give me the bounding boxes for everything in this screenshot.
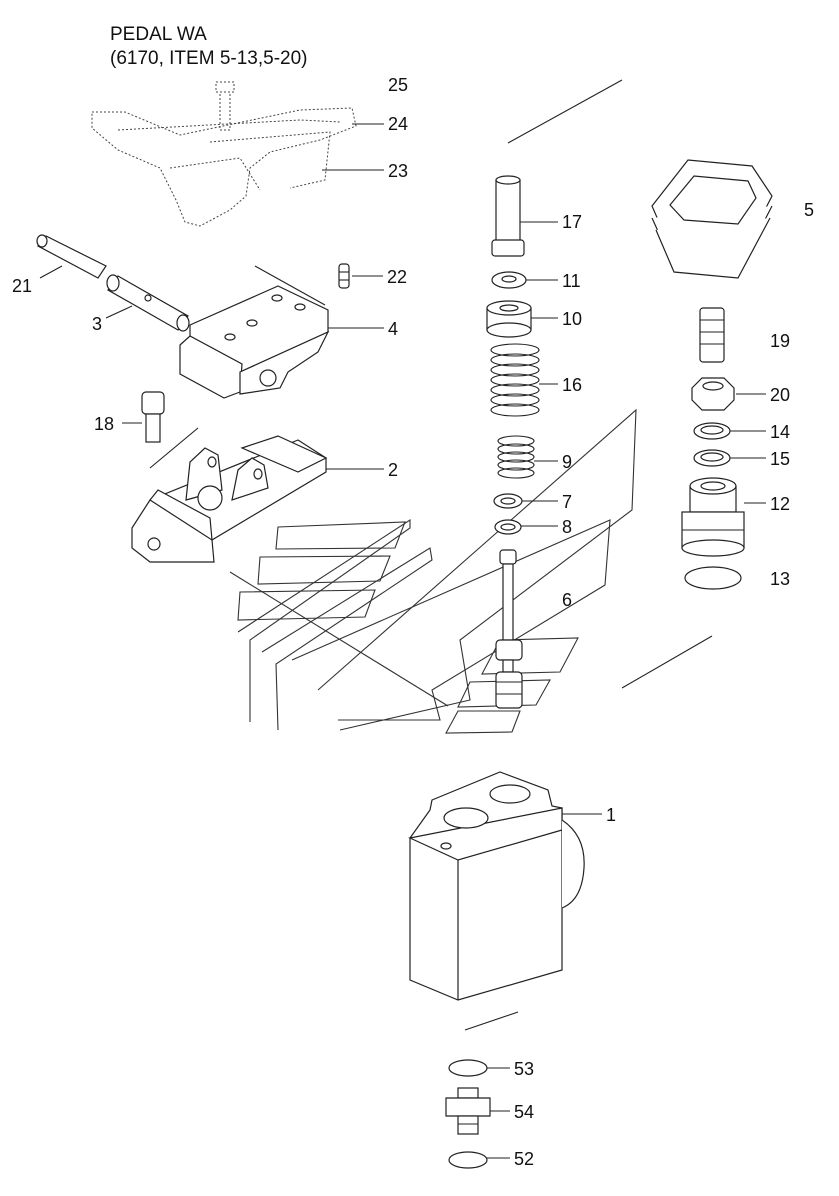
axis-line [621,635,713,689]
diagram-title: PEDAL WA [110,24,207,45]
callout-3: 3 [92,314,102,334]
stud-part-19 [699,307,725,363]
callout-4: 4 [388,319,398,339]
spool-part-6 [495,549,523,709]
callout-19: 19 [770,331,790,351]
callout-8: 8 [562,517,572,537]
axis-line [464,1011,519,1031]
callout-12: 12 [770,494,790,514]
callout-54: 54 [514,1102,534,1122]
callout-2: 2 [388,460,398,480]
oring-part-13 [684,566,742,590]
nut-part-20 [691,377,735,411]
callout-7: 7 [562,492,572,512]
axis-line [149,427,199,469]
boot-part-5 [651,159,773,279]
washer-part-7 [493,493,523,509]
callout-11: 11 [562,271,581,291]
callout-14: 14 [770,422,790,442]
valve-body-part-1 [408,771,585,1001]
callout-52: 52 [514,1149,534,1169]
callout-5: 5 [804,200,814,220]
callout-25: 25 [388,75,408,95]
ring-part-14 [693,422,731,440]
bushing-part-3 [106,274,190,332]
callout-23: 23 [388,161,408,181]
axis-line [254,265,326,306]
callout-16: 16 [562,375,582,395]
base-part-2 [131,435,328,563]
oring-part-52 [448,1151,488,1169]
watermark-logo [229,408,637,734]
callout-53: 53 [514,1059,534,1079]
callout-20: 20 [770,385,790,405]
callout-22: 22 [387,267,407,287]
callout-21: 21 [12,276,32,296]
washer-part-11 [491,271,527,289]
callout-6: 6 [562,590,572,610]
callout-17: 17 [562,212,582,232]
diagram-subtitle: (6170, ITEM 5-13,5-20) [110,48,308,69]
spring-part-9 [497,435,535,479]
pin-part-21 [36,234,107,279]
callout-9: 9 [562,452,572,472]
axis-line [507,79,623,144]
oring-part-53 [448,1059,488,1077]
callout-10: 10 [562,309,582,329]
sleeve-part-17 [491,175,525,257]
callout-15: 15 [770,449,790,469]
spring-part-16 [490,343,540,417]
capscrew-part-18 [141,391,165,443]
callout-24: 24 [388,114,408,134]
pedal-part-23-24 [91,107,357,227]
callout-1: 1 [606,805,616,825]
collar-part-10 [486,300,532,338]
callout-13: 13 [770,569,790,589]
ring-part-15 [693,449,731,467]
bolt-part-25 [215,81,235,131]
screw-part-22 [338,263,350,289]
callout-18: 18 [94,414,114,434]
fitting-part-54 [445,1087,491,1135]
washer-part-8 [494,519,522,535]
plug-part-12 [681,477,745,557]
leader-lines [39,123,766,1159]
bracket-part-4 [179,285,330,399]
